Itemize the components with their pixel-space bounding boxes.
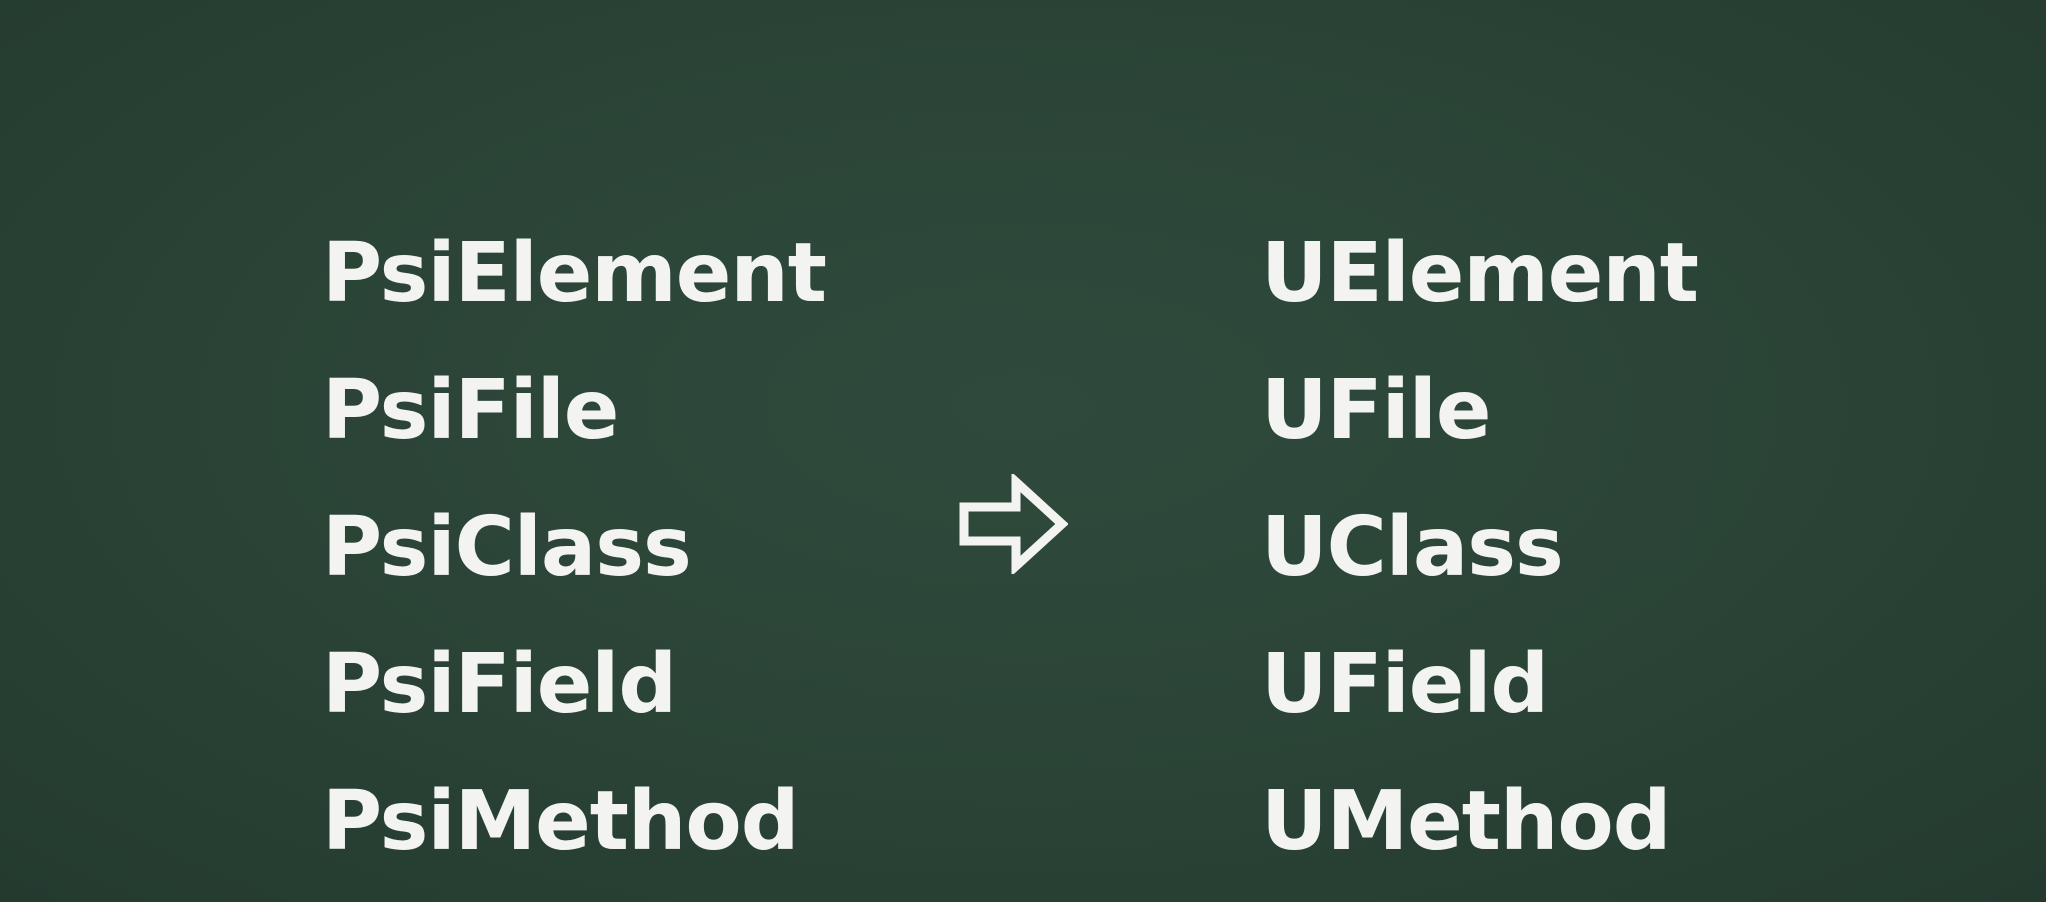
psi-types-list: PsiElement PsiFile PsiClass PsiField Psi… [322,205,827,890]
psi-type-item: PsiElement [322,226,827,321]
psi-type-item: PsiField [322,637,677,732]
uast-type-item: UMethod [1261,774,1671,869]
right-arrow-outline-icon [959,474,1068,574]
uast-type-item: UElement [1261,226,1699,321]
psi-type-item: PsiFile [322,363,619,458]
uast-types-list: UElement UFile UClass UField UMethod [1261,205,1699,890]
uast-type-item: UClass [1261,500,1564,595]
uast-type-item: UField [1261,637,1549,732]
uast-type-item: UFile [1261,363,1491,458]
psi-type-item: PsiClass [322,500,692,595]
psi-type-item: PsiMethod [322,774,799,869]
